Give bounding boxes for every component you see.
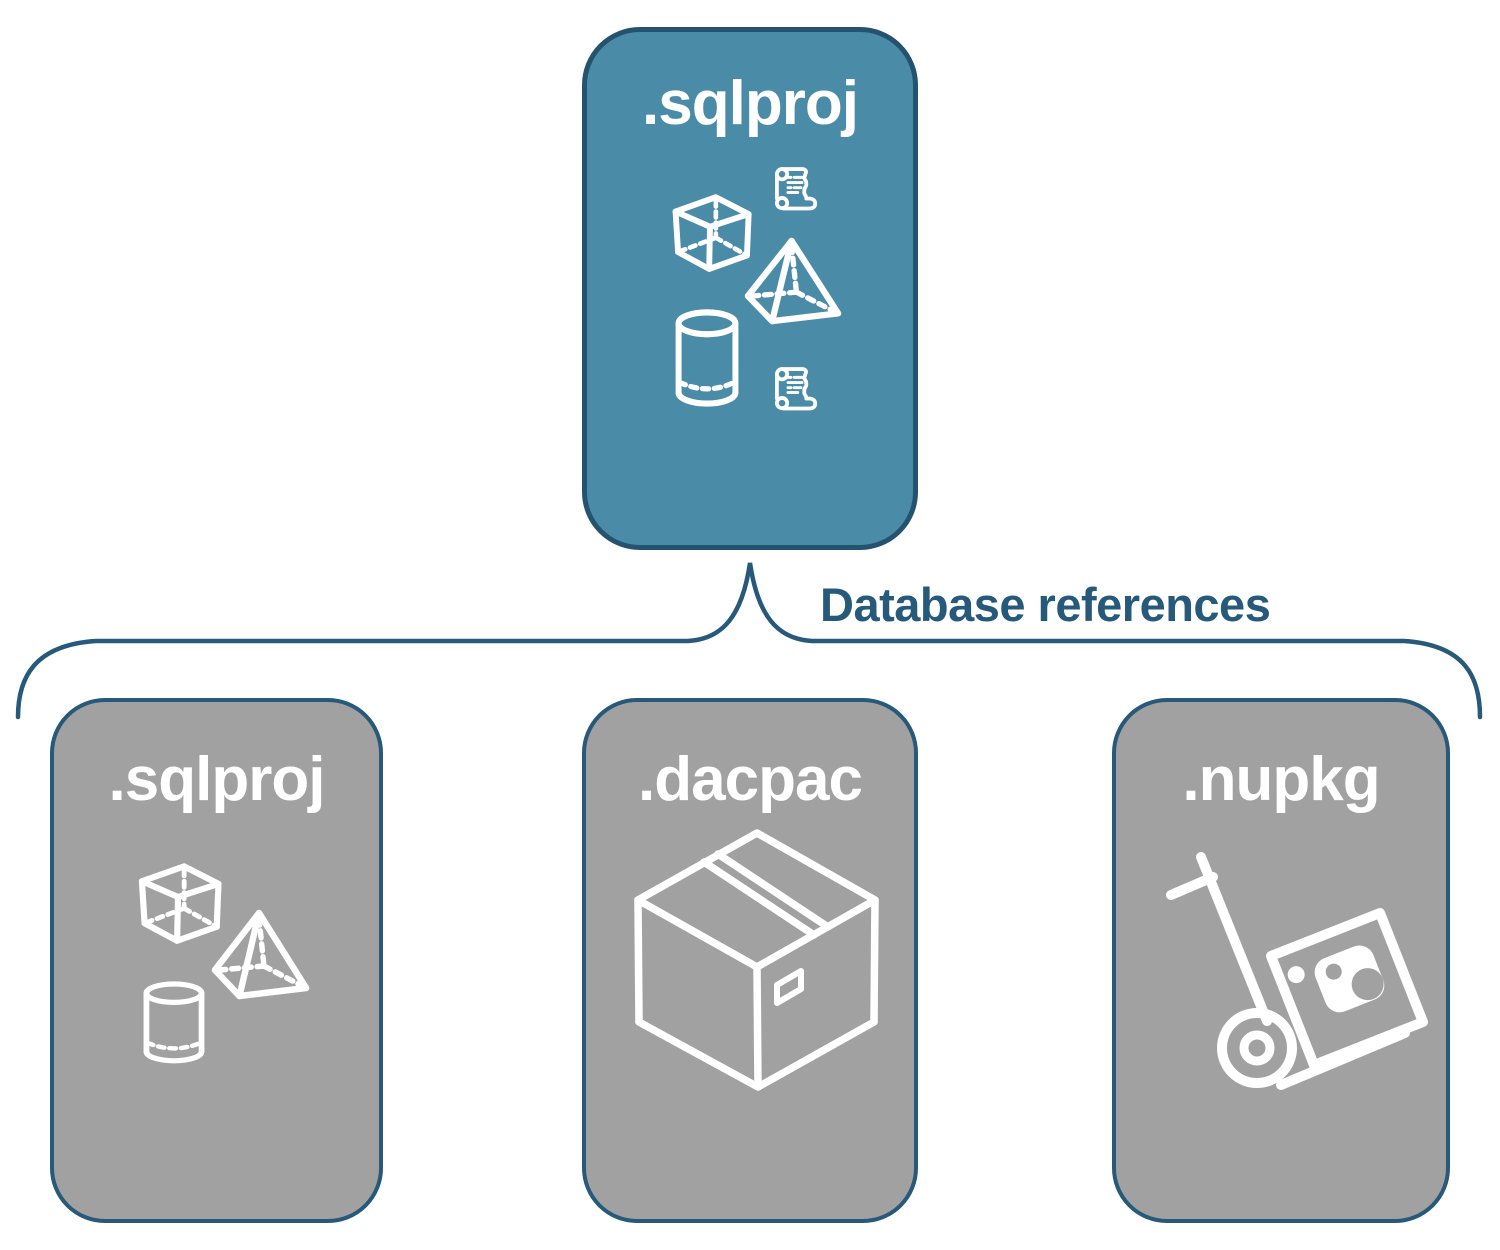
cube-icon [672,194,752,272]
cylinder-icon [675,309,739,407]
root-node-sqlproj: .sqlproj [582,27,918,550]
nuget-logo [1287,945,1385,1013]
child-node-label: .dacpac [638,745,863,814]
child-node-nupkg: .nupkg [1112,698,1450,1223]
pyramid-icon [744,237,842,325]
scroll-icon [775,167,818,211]
child-node-dacpac: .dacpac [582,698,918,1223]
hand-truck-icon [1166,852,1428,1090]
cylinder-icon [143,981,205,1064]
database-references-label: Database references [820,578,1271,631]
root-node-label: .sqlproj [642,69,859,138]
child-node-label: .sqlproj [108,745,326,814]
pyramid-icon [211,909,310,1000]
child-node-sqlproj: .sqlproj [50,698,383,1223]
cube-icon [138,863,222,944]
child-node-label: .nupkg [1182,745,1380,814]
scroll-icon [775,367,818,411]
package-box-icon [634,829,879,1091]
